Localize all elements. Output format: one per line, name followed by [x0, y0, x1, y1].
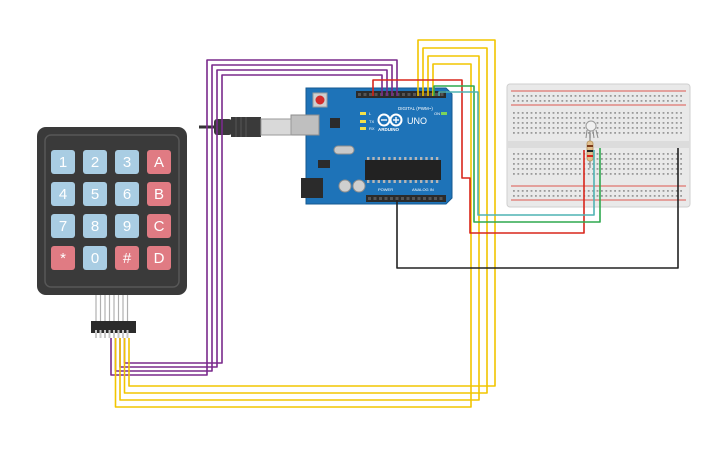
wire-yellow [114, 63, 472, 408]
key-d: D [147, 246, 171, 270]
key-a: A [147, 150, 171, 174]
wire-yellow [128, 39, 496, 387]
key-2: 2 [83, 150, 107, 174]
key-3: 3 [115, 150, 139, 174]
usb-cable [199, 117, 292, 137]
tx-led [360, 120, 366, 123]
usb-port [290, 114, 320, 136]
tx-label: TX [369, 119, 374, 124]
key-label: 3 [123, 154, 131, 171]
key-hash: # [115, 246, 139, 270]
key-c: C [147, 214, 171, 238]
l-label: L [369, 111, 372, 116]
key-label: * [60, 250, 66, 267]
key-label: 1 [59, 154, 67, 171]
wire-purple [110, 59, 398, 376]
breadboard [506, 83, 691, 208]
atmega-chip [365, 160, 441, 180]
rx-label: RX [369, 126, 375, 131]
key-5: 5 [83, 182, 107, 206]
keypad-4x4: 1 2 3 A 4 5 6 B 7 8 9 C * 0 # D [37, 127, 187, 338]
key-0: 0 [83, 246, 107, 270]
key-7: 7 [51, 214, 75, 238]
voltage-regulator [318, 160, 330, 168]
key-star: * [51, 246, 75, 270]
key-label: 5 [91, 186, 99, 203]
resistor [586, 133, 594, 168]
crystal-oscillator [333, 145, 355, 155]
analog-header-pins [368, 197, 443, 200]
rx-led [360, 127, 366, 130]
model-label: UNO [407, 116, 427, 126]
digital-label: DIGITAL (PWM~) [398, 106, 433, 111]
usb-plug-metal [260, 118, 292, 136]
l-led [360, 112, 366, 115]
key-9: 9 [115, 214, 139, 238]
key-label: 7 [59, 218, 67, 235]
brand-label: ARDUINO [378, 127, 399, 132]
on-label: ON [434, 111, 440, 116]
wires [110, 39, 679, 408]
wire-yellow [119, 55, 480, 401]
wire-black [396, 148, 679, 269]
analog-label: ANALOG IN [412, 187, 434, 192]
wire-red [372, 79, 585, 234]
key-6: 6 [115, 182, 139, 206]
key-b: B [147, 182, 171, 206]
power-analog-header [366, 195, 446, 202]
arduino-logo-icon [377, 113, 403, 127]
usb-cable-boot [214, 119, 232, 135]
keypad-keys: 1 2 3 A 4 5 6 B 7 8 9 C * 0 # D [51, 150, 171, 270]
keypad-ribbon [91, 295, 136, 338]
breadboard-holes [513, 95, 682, 197]
power-jack [301, 178, 323, 198]
key-label: 4 [59, 186, 67, 203]
capacitor-1 [338, 179, 352, 193]
digital-header [356, 91, 446, 98]
keypad-connector [91, 321, 136, 333]
key-label: A [154, 154, 164, 171]
wire-yellow [123, 47, 488, 394]
key-label: 0 [91, 250, 99, 267]
key-label: B [154, 186, 164, 203]
wire-teal [438, 91, 595, 216]
key-label: C [154, 218, 165, 235]
arduino-uno: L TX RX ON DIGITAL (PWM~) POWER ANALOG I… [290, 87, 453, 205]
key-1: 1 [51, 150, 75, 174]
rgb-led [585, 120, 599, 139]
key-label: 2 [91, 154, 99, 171]
chip-legs [367, 157, 439, 183]
key-label: D [154, 250, 165, 267]
usb-chip [330, 118, 340, 128]
keypad-bezel [44, 134, 180, 288]
power-label: POWER [378, 187, 393, 192]
key-4: 4 [51, 182, 75, 206]
key-8: 8 [83, 214, 107, 238]
wire-green [433, 85, 601, 223]
key-label: 8 [91, 218, 99, 235]
key-label: 9 [123, 218, 131, 235]
capacitor-2 [352, 179, 366, 193]
on-led [441, 112, 447, 115]
reset-button-cap [315, 95, 325, 105]
key-label: 6 [123, 186, 131, 203]
breadboard-center-channel [507, 141, 690, 148]
key-label: # [123, 250, 132, 267]
